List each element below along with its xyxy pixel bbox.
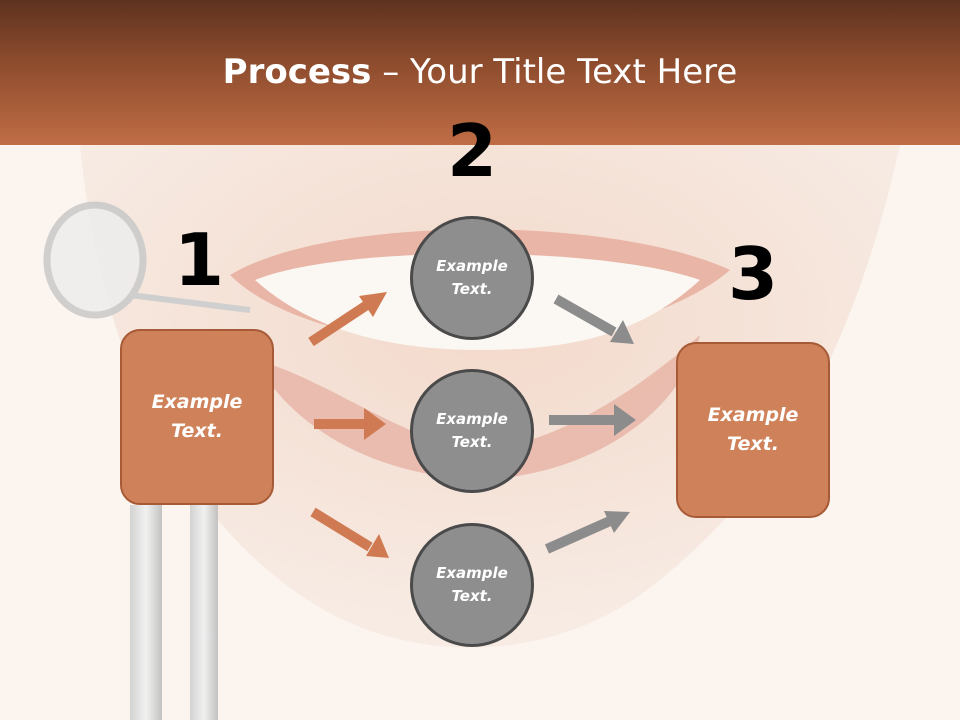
arrow-orange-right bbox=[314, 408, 386, 440]
slide-title[interactable]: Process – Your Title Text Here bbox=[0, 52, 960, 92]
right-box-text: Example Text. bbox=[707, 404, 799, 455]
title-separator: – bbox=[371, 52, 411, 92]
left-box-text: Example Text. bbox=[151, 391, 243, 442]
arrow-gray-right bbox=[549, 404, 636, 436]
arrow-orange-up bbox=[308, 292, 387, 347]
circle-top[interactable]: Example Text. bbox=[410, 216, 534, 340]
step-number-1: 1 bbox=[173, 218, 225, 302]
step-number-2: 2 bbox=[446, 109, 498, 193]
title-bar bbox=[0, 0, 960, 145]
title-text: Your Title Text Here bbox=[410, 52, 738, 92]
circle-bottom[interactable]: Example Text. bbox=[410, 523, 534, 647]
step-number-3: 3 bbox=[727, 232, 779, 316]
circle-middle-text: Example Text. bbox=[436, 410, 508, 451]
right-box[interactable]: Example Text. bbox=[676, 342, 830, 518]
circle-bottom-text: Example Text. bbox=[436, 564, 508, 605]
arrow-gray-up bbox=[544, 511, 630, 554]
circle-middle[interactable]: Example Text. bbox=[410, 369, 534, 493]
title-bold: Process bbox=[222, 52, 372, 92]
arrow-orange-down bbox=[310, 507, 389, 558]
arrow-gray-down bbox=[553, 294, 634, 344]
circle-top-text: Example Text. bbox=[436, 257, 508, 298]
left-box[interactable]: Example Text. bbox=[120, 329, 274, 505]
